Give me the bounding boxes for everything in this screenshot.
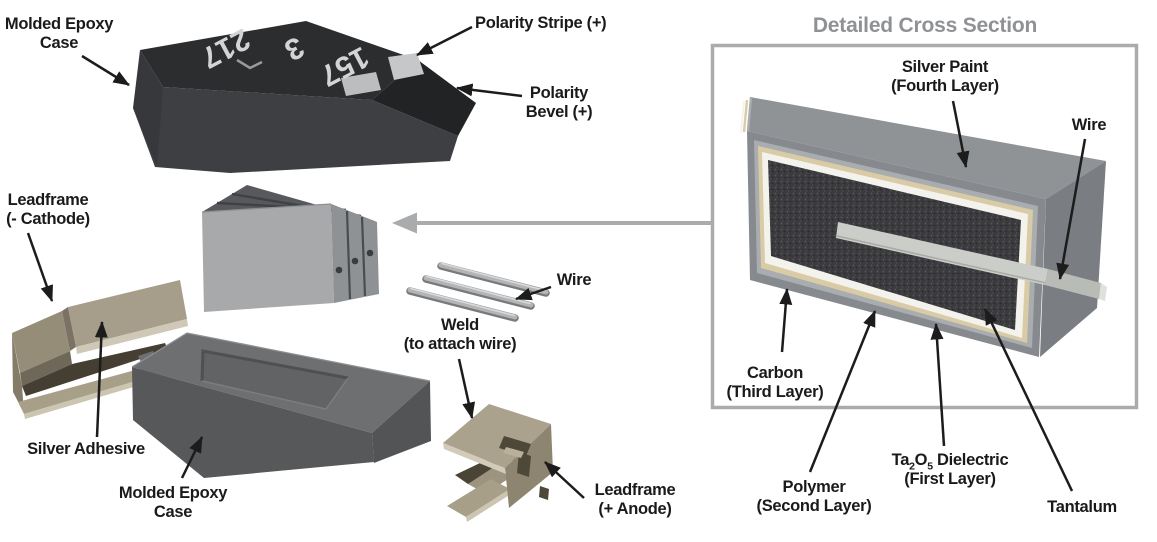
element-wire-hole [366, 249, 374, 257]
arrow-polarity-bevel [456, 83, 523, 98]
label-wire-left: Wire [556, 271, 592, 289]
label-leadframe-cathode: Leadframe (- Cathode) [6, 191, 90, 228]
tray-right-face [372, 381, 431, 463]
molded-epoxy-case-bottom-3d [131, 332, 431, 478]
element-wire-hole [335, 266, 343, 274]
anode-right-notch [517, 452, 531, 477]
ta2o5-sub: 5 [927, 460, 933, 473]
wire-rod [422, 275, 535, 310]
anode-slot-lip [503, 447, 524, 458]
case-front-face [133, 87, 458, 173]
wire-bar-shade [836, 235, 1047, 284]
cross-section-box [710, 43, 1139, 410]
layer-wrap-edge [742, 99, 749, 133]
label-molded-epoxy-case-bottom: Molded Epoxy Case [118, 484, 228, 521]
cathode-shadow [22, 343, 168, 396]
arrow-molded-epoxy-top [81, 54, 130, 87]
cross-section-panel [710, 43, 1139, 492]
cathode-front-face [20, 351, 72, 386]
anode-wire-bar [836, 222, 1048, 285]
label-carbon: Carbon (Third Layer) [726, 364, 824, 401]
label-ta2o5-dielectric: Ta2O5 Dielectric(First Layer) [892, 451, 1009, 489]
label-polymer: Polymer (Second Layer) [756, 478, 872, 515]
cross-section-block-3d [740, 97, 1107, 357]
arrow-silver-adhesive [94, 321, 108, 438]
anode-top-plate [443, 404, 551, 468]
tray-recess-wall [200, 349, 349, 382]
label-weld: Weld (to attach wire) [403, 316, 517, 353]
case-left-face [133, 50, 163, 166]
layer-wrap-edge [746, 97, 753, 132]
cathode-lower-plate [12, 311, 70, 373]
element-slab-gap [360, 216, 367, 297]
label-leadframe-anode: Leadframe (+ Anode) [594, 481, 676, 518]
element-slab-gap [345, 210, 352, 300]
anode-wire-end-cap [1099, 283, 1107, 301]
anode-wires-3d [406, 262, 550, 322]
arrow-wire-left [515, 285, 552, 301]
tray-top-edge-highlight [131, 332, 431, 382]
callout-arrows-right [779, 100, 1087, 492]
cross-section-title: Detailed Cross Section [812, 14, 1038, 37]
arrow-leadframe-cathode [26, 232, 54, 302]
label-polarity-stripe: Polarity Stripe (+) [475, 14, 607, 32]
arrow-tantalum [983, 308, 1074, 492]
ta2o5-text: Ta [891, 451, 910, 469]
ta2o5-line2: (First Layer) [904, 470, 996, 488]
arrow-wire-right [1056, 138, 1087, 280]
block-right-face [1040, 161, 1106, 357]
element-right-faces [331, 204, 379, 303]
anode-flange-edge [466, 489, 511, 522]
arrow-weld [457, 358, 476, 419]
arrow-polymer [808, 310, 877, 473]
pointer-arrow-head [392, 212, 417, 234]
callout-arrows-left [26, 25, 585, 499]
tray-recess-edge [201, 377, 349, 410]
label-tantalum: Tantalum [1047, 498, 1117, 516]
label-silver-paint: Silver Paint (Fourth Layer) [891, 58, 999, 95]
label-wire-right: Wire [1071, 116, 1107, 134]
label-molded-epoxy-case-top: Molded Epoxy Case [4, 15, 114, 52]
anode-plate-edge [443, 443, 506, 474]
anode-right-notch-2 [539, 486, 549, 500]
tray-recess [202, 351, 348, 409]
leadframe-anode-3d [443, 404, 553, 522]
arrow-silver-paint [951, 100, 970, 168]
element-wire-hole [351, 257, 359, 265]
arrow-molded-epoxy-bottom [180, 436, 204, 479]
molded-epoxy-case-top-3d: 217 3 157 [133, 21, 476, 173]
ta2o5-sub: 2 [909, 460, 915, 473]
polarity-stripe-mark [388, 53, 424, 80]
layer-wrap-edge [740, 100, 745, 134]
wire-rod [406, 287, 519, 322]
element-front-face [202, 204, 334, 312]
exploded-view: 217 3 157 [12, 21, 585, 522]
element-top-edge-highlight [201, 203, 332, 213]
arrow-ta2o5 [930, 323, 946, 447]
label-silver-adhesive: Silver Adhesive [27, 440, 145, 458]
arrow-leadframe-anode [544, 461, 585, 499]
cross-section-pointer-arrow [392, 212, 712, 234]
block-top-face [747, 97, 1106, 199]
anode-plate-slot [499, 436, 531, 456]
cathode-riser [62, 307, 76, 351]
polarity-stripe-mark-2 [341, 72, 381, 96]
label-polarity-bevel: Polarity Bevel (+) [525, 84, 593, 121]
cathode-plate-edge [76, 319, 188, 354]
ta2o5-text: O [914, 451, 928, 469]
case-marking-chevron [236, 58, 263, 70]
anode-bottom-flange [447, 479, 510, 517]
cathode-left-face [12, 333, 24, 413]
capacitor-element-stack-3d [201, 185, 379, 312]
arrow-polarity-stripe [416, 25, 473, 57]
arrow-carbon [779, 288, 793, 353]
ta2o5-text: Dielectric [932, 451, 1009, 469]
